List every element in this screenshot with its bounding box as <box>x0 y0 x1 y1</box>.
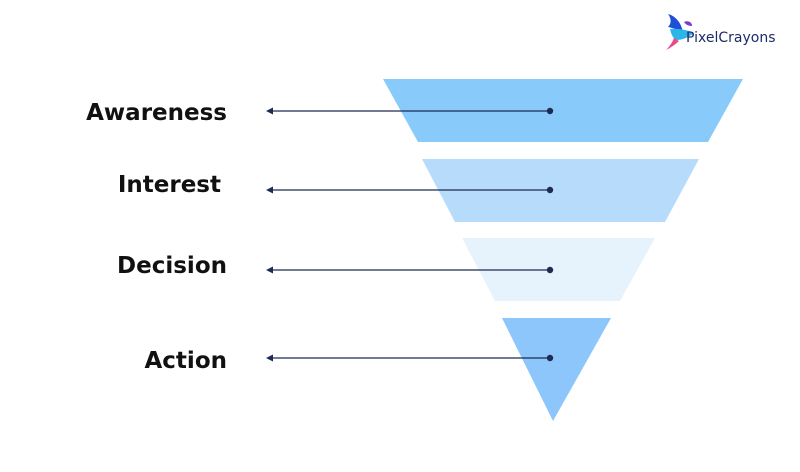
funnel <box>383 79 743 421</box>
connector-interest <box>266 186 554 194</box>
funnel-stage-decision <box>462 238 655 301</box>
label-decision: Decision <box>117 253 227 279</box>
funnel-stage-action <box>502 318 611 421</box>
stage-labels: Awareness Interest Decision Action <box>86 100 227 374</box>
connector-awareness <box>266 107 554 115</box>
hummingbird-icon <box>666 14 694 50</box>
brand-logo: PixelCrayons <box>666 14 776 50</box>
label-action: Action <box>145 348 228 374</box>
funnel-stage-awareness <box>383 79 743 142</box>
label-awareness: Awareness <box>86 100 227 126</box>
brand-name: PixelCrayons <box>686 30 776 46</box>
stage-connectors <box>266 107 554 362</box>
connector-decision <box>266 266 554 274</box>
funnel-stage-interest <box>422 159 699 222</box>
connector-action <box>266 354 554 362</box>
label-interest: Interest <box>118 172 221 198</box>
